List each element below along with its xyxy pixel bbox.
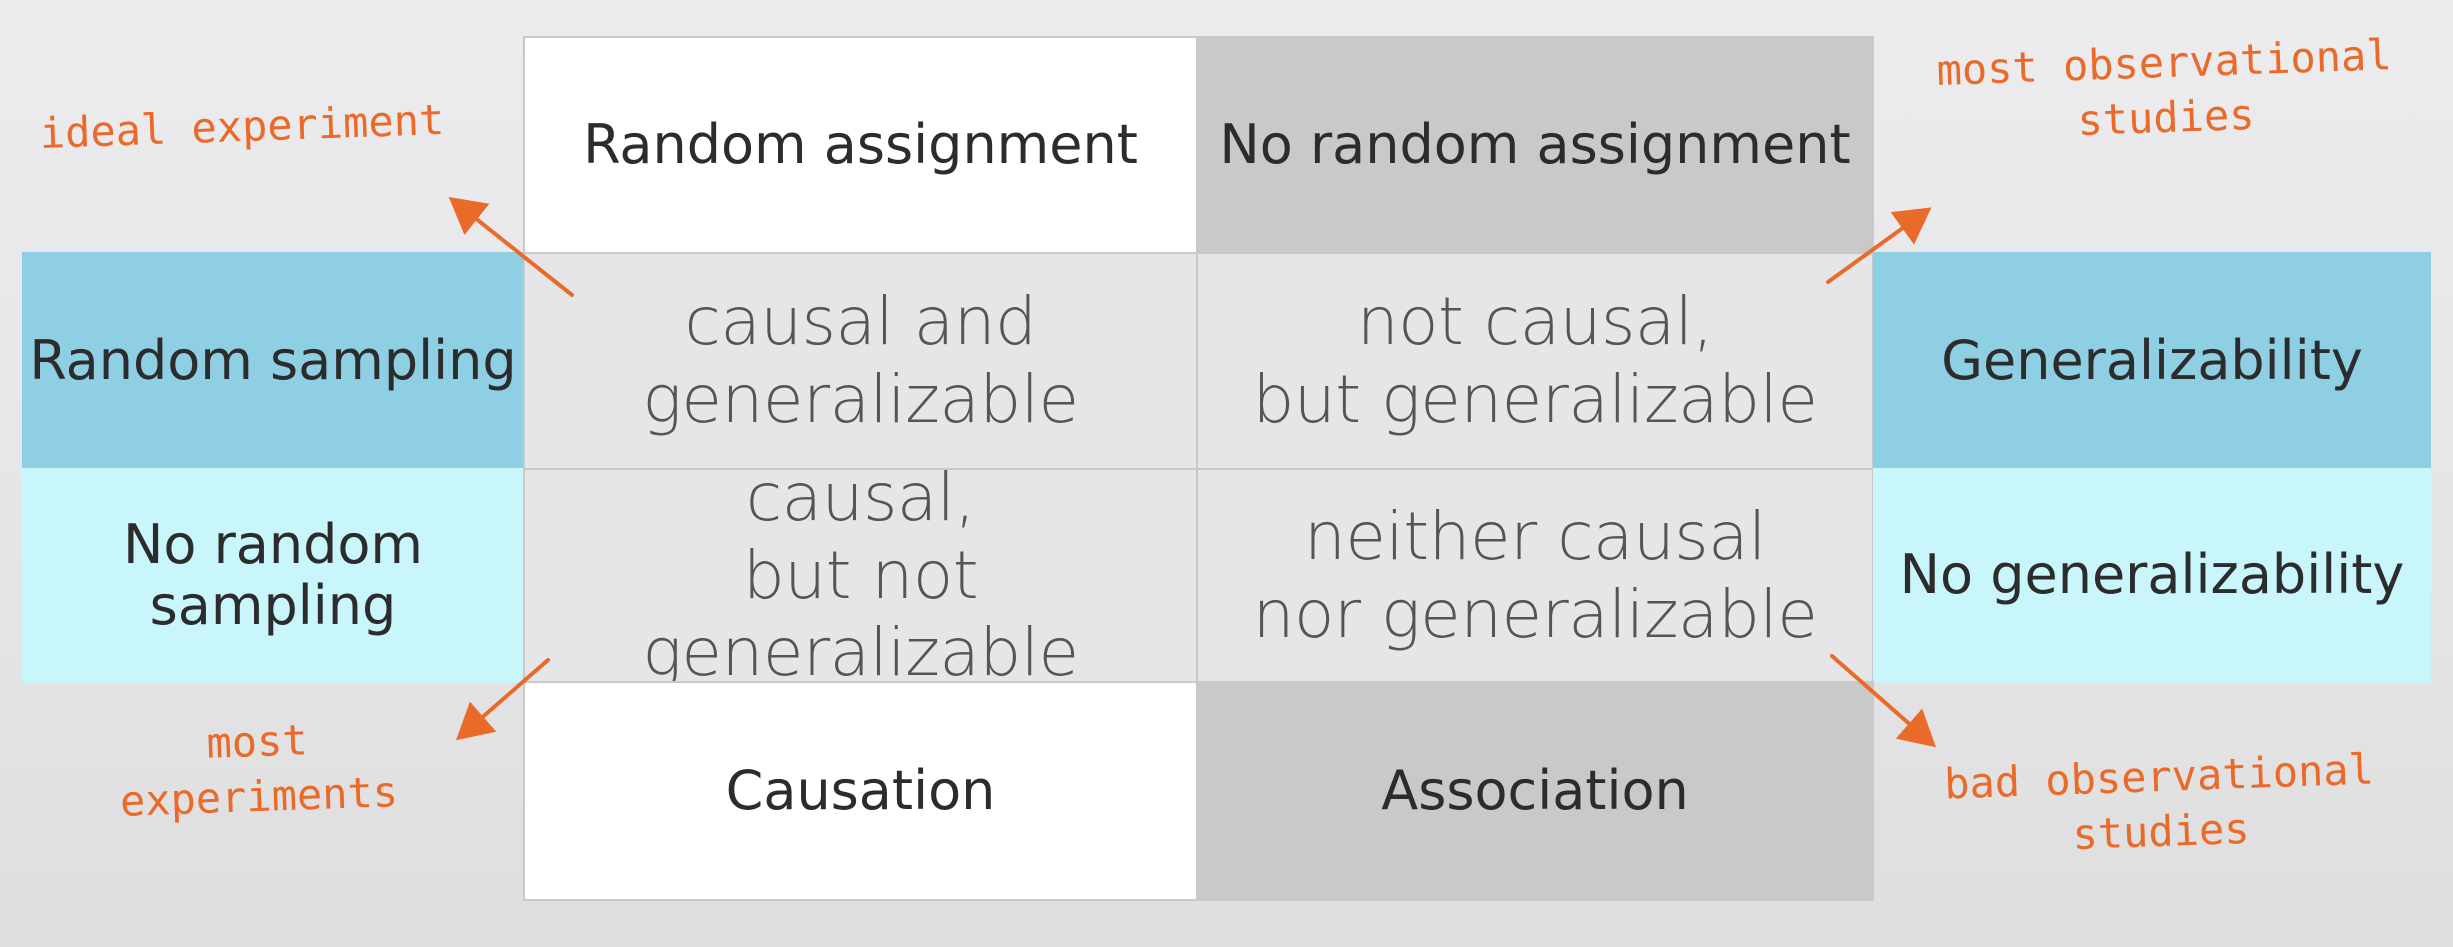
- label-no-generalizability: No generalizability: [1873, 468, 2431, 683]
- cell-causal-not-generalizable-text: causal, but not generalizable: [642, 458, 1079, 692]
- annotation-ideal-experiment: ideal experiment: [38, 94, 445, 159]
- annotation-most-observational-studies: most observational studies: [1935, 30, 2393, 145]
- cell-causal-not-generalizable: causal, but not generalizable: [523, 459, 1198, 691]
- label-generalizability: Generalizability: [1873, 252, 2431, 470]
- cell-causal-generalizable-text: causal and generalizable: [642, 283, 1079, 438]
- row-random-sampling: Random sampling: [22, 252, 524, 470]
- label-causation-text: Causation: [725, 758, 996, 822]
- annotation-bad-observational-studies: bad observational studies: [1943, 744, 2375, 859]
- header-random-assignment-label: Random assignment: [583, 112, 1138, 176]
- header-random-assignment: Random assignment: [523, 36, 1198, 254]
- header-no-random-assignment: No random assignment: [1196, 36, 1874, 254]
- cell-not-causal-generalizable-text: not causal, but generalizable: [1252, 283, 1818, 438]
- annotation-most-experiments: most experiments: [119, 715, 399, 826]
- label-association-text: Association: [1381, 758, 1689, 822]
- cell-neither-causal-nor-generalizable-text: neither causal nor generalizable: [1252, 497, 1818, 653]
- header-no-random-assignment-label: No random assignment: [1219, 112, 1851, 176]
- cell-causal-generalizable: causal and generalizable: [523, 252, 1198, 470]
- label-association: Association: [1196, 681, 1874, 901]
- label-generalizability-text: Generalizability: [1941, 328, 2363, 392]
- row-no-random-sampling: No random sampling: [22, 468, 524, 683]
- cell-not-causal-generalizable: not causal, but generalizable: [1196, 252, 1874, 470]
- label-causation: Causation: [523, 681, 1198, 901]
- row-random-sampling-label: Random sampling: [29, 328, 517, 392]
- label-no-generalizability-text: No generalizability: [1899, 543, 2405, 607]
- cell-neither-causal-nor-generalizable: neither causal nor generalizable: [1196, 468, 1874, 683]
- row-no-random-sampling-label: No random sampling: [122, 513, 424, 637]
